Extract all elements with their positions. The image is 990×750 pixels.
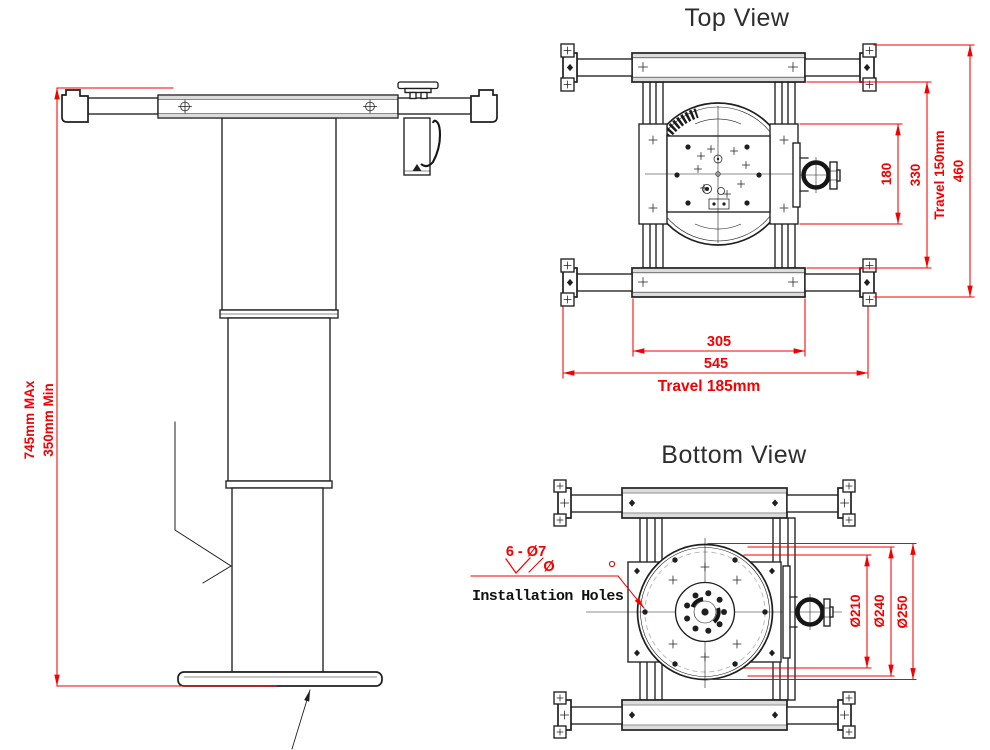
clamp-knob — [397, 81, 439, 100]
motor-connector — [792, 142, 841, 208]
mounting-plate — [645, 106, 800, 243]
telescopic-column — [219, 117, 339, 673]
top-view-dimensions-right: 180 330 Travel 150mm 460 — [799, 44, 975, 298]
right-end-cap — [837, 691, 856, 739]
height-dimension: 745mm MAx 350mm Min — [22, 87, 277, 687]
top-arm-beam — [61, 81, 498, 176]
up-arrow-mark — [412, 164, 422, 171]
dim-180: 180 — [879, 163, 894, 186]
section-pointer-line — [174, 421, 232, 584]
dim-travel-185: Travel 185mm — [658, 378, 761, 395]
hub — [674, 581, 736, 643]
installation-holes-annotation: 6 - Ø7 Ø Installation Holes — [470, 544, 645, 609]
right-end-cap — [837, 479, 856, 527]
bottom-view-dimensions: Ø210 Ø240 Ø250 — [707, 542, 917, 681]
base-plate — [177, 671, 383, 687]
left-end-cap — [560, 43, 578, 92]
installation-holes — [642, 557, 768, 667]
bottom-flange — [586, 538, 842, 688]
screw-marker — [178, 99, 192, 114]
dim-travel-150: Travel 150mm — [932, 130, 947, 219]
right-end-cap — [859, 43, 877, 92]
top-beam — [553, 479, 856, 527]
dim-d240: Ø240 — [872, 594, 887, 627]
dim-545: 545 — [704, 356, 728, 372]
top-beam — [560, 43, 877, 92]
bottom-beam — [553, 691, 856, 739]
dim-460: 460 — [951, 160, 966, 183]
note-diameter-symbol: Ø — [543, 559, 554, 575]
right-end-cap — [859, 258, 877, 307]
dim-d250: Ø250 — [895, 595, 910, 628]
top-view: Top View — [560, 4, 975, 395]
screw-marker — [363, 99, 377, 114]
top-view-dimensions-bottom: 305 545 Travel 185mm — [562, 298, 869, 395]
side-view: 745mm MAx 350mm Min — [22, 81, 498, 750]
installation-holes-label: Installation Holes — [472, 588, 624, 605]
motor-box — [403, 117, 442, 176]
dim-330: 330 — [908, 164, 923, 187]
bottom-beam — [560, 258, 877, 307]
motor-connector — [782, 565, 834, 659]
left-end-cap — [61, 89, 89, 123]
bottom-view-title: Bottom View — [661, 441, 807, 469]
bottom-view: Bottom View — [470, 441, 917, 739]
top-view-title: Top View — [685, 4, 790, 32]
dim-height-min: 350mm Min — [41, 383, 56, 457]
note-holes-count: 6 - Ø7 — [506, 544, 546, 560]
right-end-cap — [470, 89, 498, 123]
base-leader-arrow — [291, 689, 311, 750]
dim-305: 305 — [707, 334, 731, 350]
left-end-cap — [553, 479, 572, 527]
dim-d210: Ø210 — [848, 594, 863, 627]
dim-height-max: 745mm MAx — [22, 380, 37, 459]
power-cable — [420, 119, 442, 168]
left-end-cap — [553, 691, 572, 739]
left-end-cap — [560, 258, 578, 307]
